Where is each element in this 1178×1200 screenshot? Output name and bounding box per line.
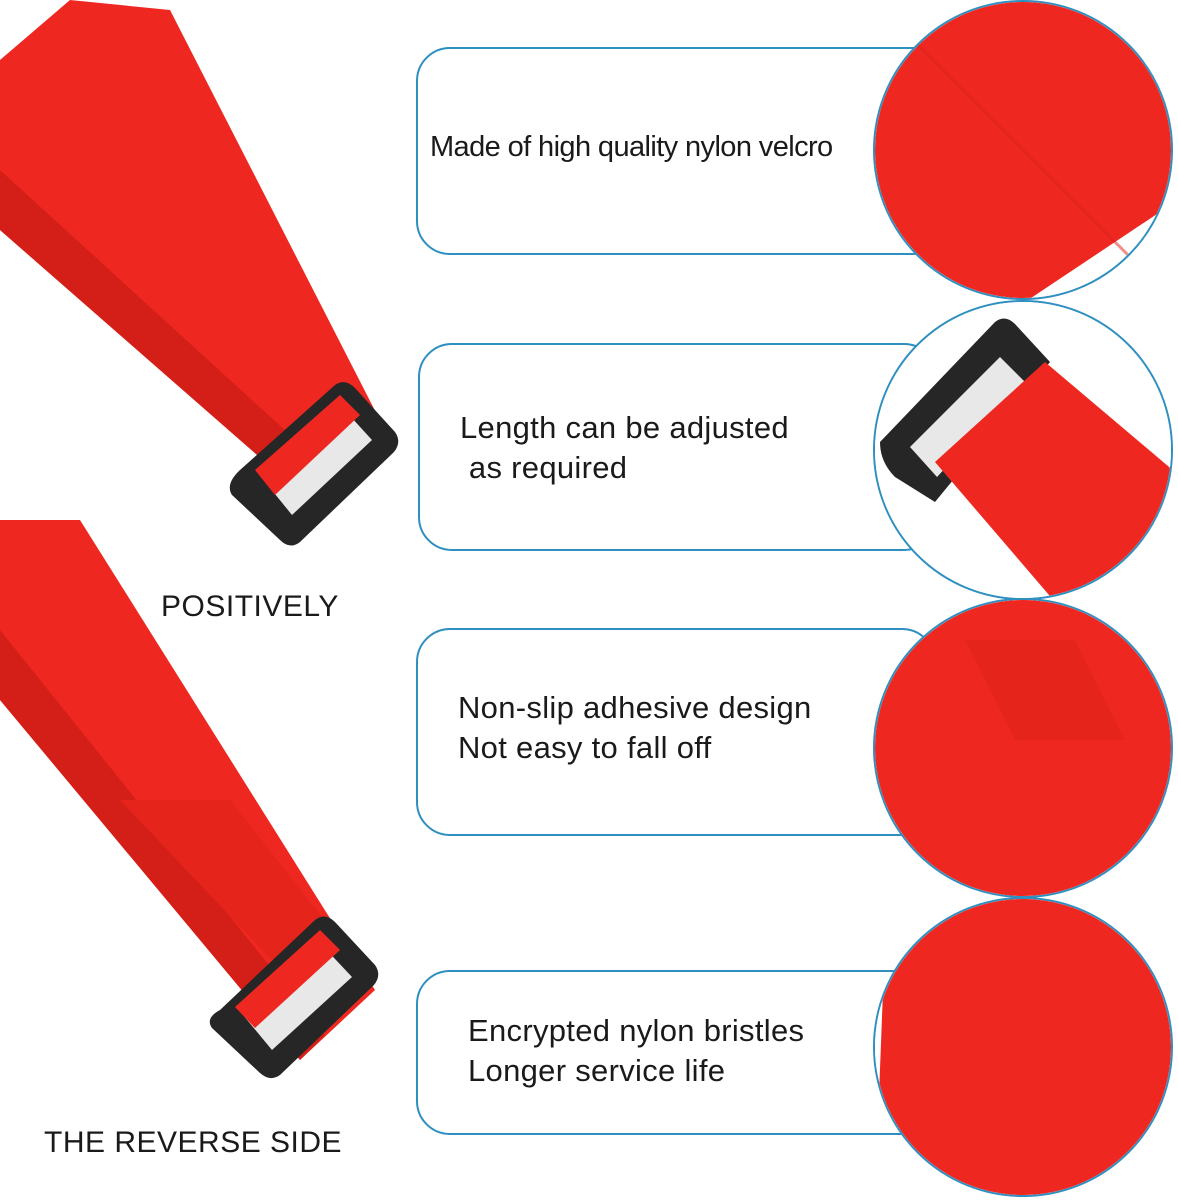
- feature-line: as required: [460, 450, 628, 485]
- feature-text-bristles: Encrypted nylon bristles Longer service …: [468, 1011, 804, 1091]
- feature-text-non-slip: Non-slip adhesive design Not easy to fal…: [458, 688, 812, 768]
- feature-line: Made of high quality nylon velcro: [430, 131, 833, 163]
- positively-caption: POSITIVELY: [161, 590, 339, 623]
- zoom-circle-hook-side: [873, 598, 1173, 898]
- zoom-circle-bristles: [873, 897, 1173, 1197]
- reverse-side-caption: THE REVERSE SIDE: [44, 1126, 343, 1159]
- feature-text-adjustable: Length can be adjusted as required: [460, 408, 789, 488]
- feature-line: Not easy to fall off: [458, 730, 712, 765]
- zoom-circle-velcro-texture: [873, 0, 1173, 300]
- strap-reverse-image: [0, 520, 379, 1079]
- zoom-circle-buckle: [873, 300, 1173, 600]
- feature-line: Encrypted nylon bristles: [468, 1013, 805, 1048]
- feature-callout-bristles: [416, 970, 936, 1135]
- feature-callout-material: [416, 47, 946, 255]
- strap-front-image: [0, 0, 399, 546]
- feature-line: Non-slip adhesive design: [458, 690, 812, 725]
- feature-callout-non-slip: [416, 628, 936, 836]
- feature-line: Longer service life: [468, 1053, 726, 1088]
- feature-line: Length can be adjusted: [460, 410, 789, 445]
- feature-text-material: Made of high quality nylon velcro: [430, 127, 833, 167]
